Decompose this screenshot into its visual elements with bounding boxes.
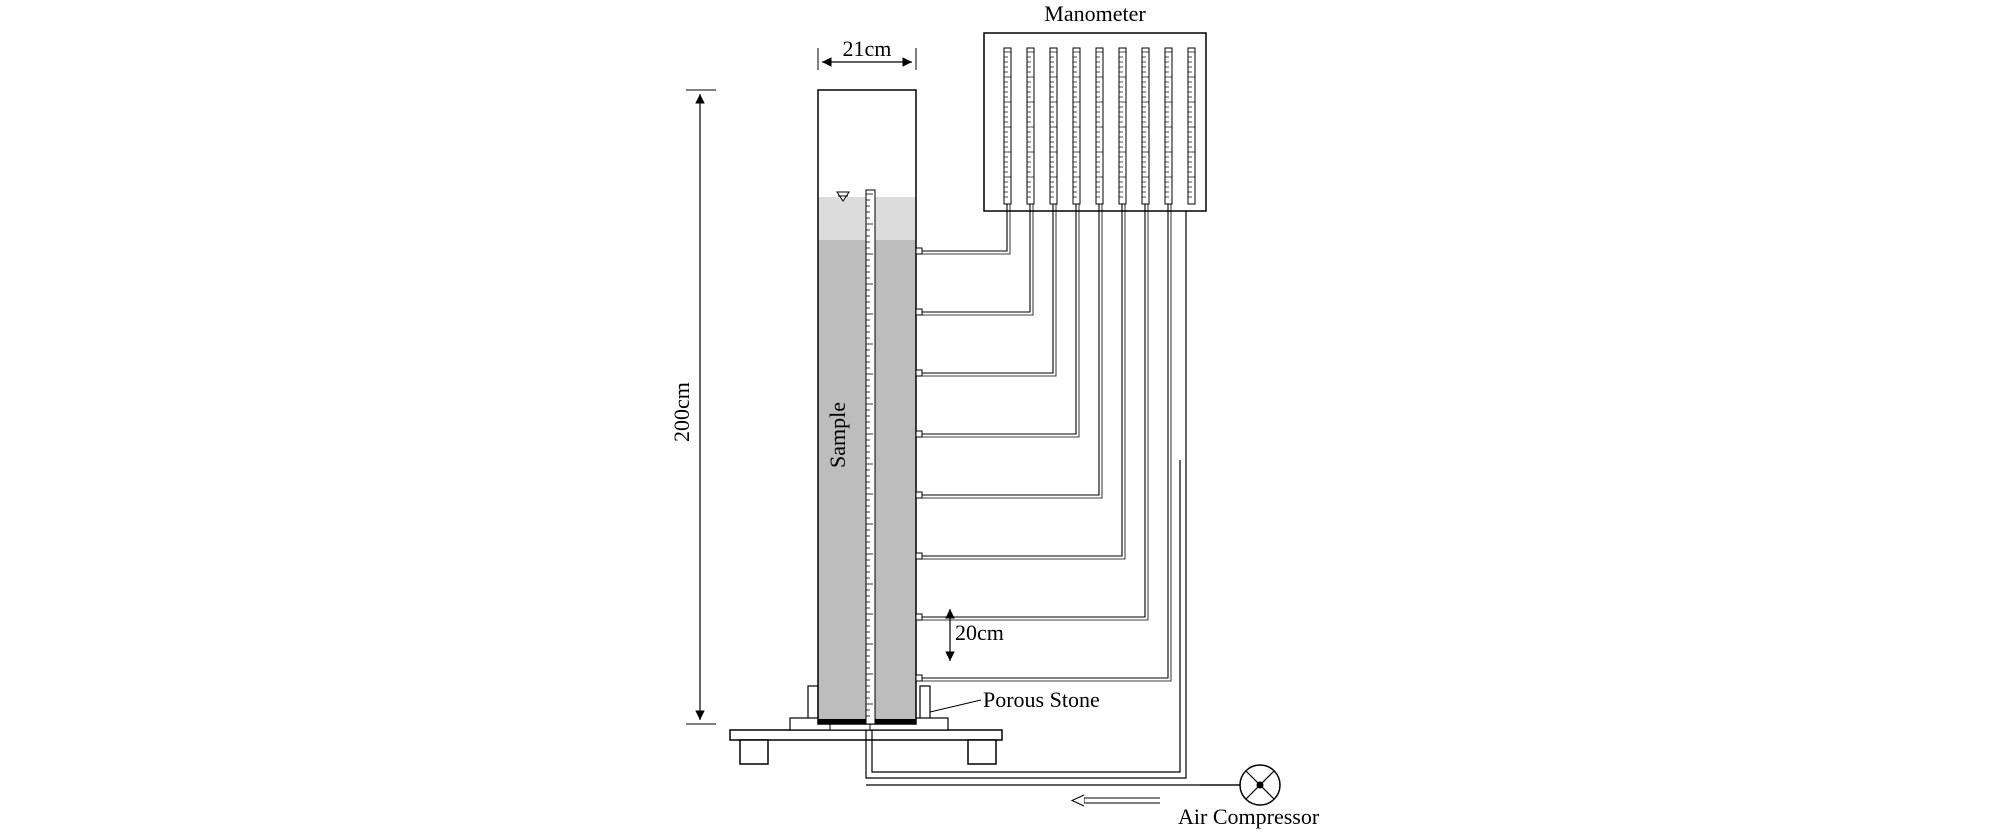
- column-height-label: 200cm: [669, 382, 694, 442]
- connection-tube-outline: [922, 204, 1011, 255]
- measuring-scale-ticks: [866, 193, 873, 717]
- manometer-tube: [1003, 47, 1012, 205]
- side-port: [915, 552, 923, 560]
- manometer-tube: [1187, 47, 1196, 205]
- connection-tube: [922, 204, 1031, 313]
- manometer-tube: [1049, 47, 1058, 205]
- connection-tube: [922, 204, 1146, 618]
- connection-tube-outline: [922, 204, 1149, 621]
- connection-tube: [922, 204, 1077, 435]
- side-port: [915, 491, 923, 499]
- manometer-tube: [1026, 47, 1035, 205]
- air-compressor-label: Air Compressor: [1178, 804, 1320, 829]
- dimensions: [686, 48, 982, 725]
- connection-tube-outline: [922, 204, 1103, 499]
- flow-direction-arrow: [1083, 797, 1160, 804]
- sample-label: Sample: [825, 402, 850, 468]
- base-foot-right: [967, 739, 997, 765]
- manometer-tube: [1118, 47, 1127, 205]
- porous-stone-label: Porous Stone: [983, 687, 1100, 712]
- connection-tube: [922, 204, 1100, 496]
- manometer-tube: [1095, 47, 1104, 205]
- connection-tube-outline: [922, 204, 1057, 377]
- connection-tube: [922, 204, 1054, 374]
- side-port: [915, 674, 923, 682]
- side-port: [915, 308, 923, 316]
- soil-column: [817, 89, 923, 725]
- side-ports: [915, 247, 923, 682]
- porous-stone-leader: [929, 699, 982, 713]
- water-level-icon: [836, 191, 850, 202]
- side-port: [915, 613, 923, 621]
- connection-tube-outline: [922, 204, 1172, 682]
- manometer-panel: [983, 32, 1207, 212]
- connection-tube: [922, 204, 1123, 557]
- connection-tube-outline: [922, 204, 1034, 316]
- column-width-label: 21cm: [843, 36, 892, 61]
- port-spacing-label: 20cm: [955, 620, 1004, 645]
- side-port: [915, 369, 923, 377]
- connection-tube: [922, 204, 1008, 252]
- manometer-tube: [1072, 47, 1081, 205]
- connection-tube: [922, 204, 1169, 679]
- manometer-label: Manometer: [1044, 1, 1146, 26]
- air-compressor-icon: [1239, 764, 1281, 806]
- base-foot-left: [739, 739, 769, 765]
- side-port: [915, 430, 923, 438]
- connection-tubes: [922, 204, 1172, 682]
- manometer-tube: [1141, 47, 1150, 205]
- connection-tube-outline: [922, 204, 1126, 560]
- manometer-tube: [1164, 47, 1173, 205]
- manometer-board: [983, 32, 1207, 212]
- manometer-tubes: [1003, 47, 1196, 205]
- side-port: [915, 247, 923, 255]
- compressor-line: [865, 211, 1281, 807]
- inlet-fitting: [829, 723, 871, 731]
- connection-tube-outline: [922, 204, 1080, 438]
- measuring-scale: [865, 189, 876, 725]
